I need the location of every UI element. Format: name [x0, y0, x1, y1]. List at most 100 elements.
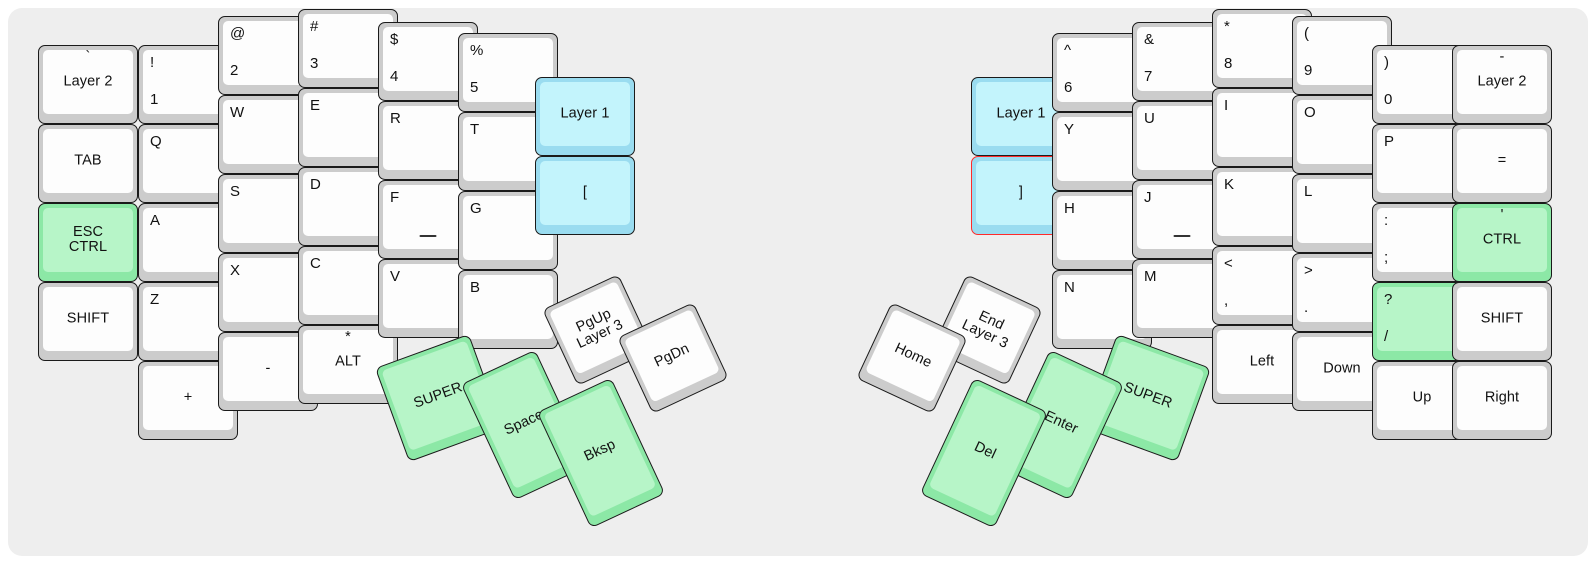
key-quote-ctrl-cap: 'CTRL	[1457, 207, 1547, 272]
key-9-shifted-legend: (	[1304, 25, 1310, 42]
key-esc-ctrl-legend: ESC CTRL	[68, 223, 108, 255]
key-grave-layer2[interactable]: `Layer 2	[38, 45, 138, 124]
key-f-homing-bar	[419, 234, 437, 237]
key-bracket-right-legend: ]	[1018, 184, 1024, 201]
key-down-legend: Down	[1323, 360, 1361, 377]
key-grave-layer2-legend: Layer 2	[63, 73, 113, 90]
key-del-cap: Del	[928, 384, 1042, 518]
key-bksp-cap: Bksp	[543, 384, 657, 518]
key-7-shifted-legend: &	[1144, 31, 1155, 48]
key-v-legend: V	[390, 268, 401, 285]
key-layer1-right-cap: Layer 1	[976, 82, 1066, 146]
key-a-legend: A	[150, 212, 161, 229]
key-right-cap: Right	[1457, 366, 1547, 430]
key-x-legend: X	[230, 262, 241, 279]
key-b-legend: B	[470, 279, 481, 296]
key-l-legend: L	[1304, 183, 1313, 200]
key-c-legend: C	[310, 255, 321, 272]
key-slash-shifted-legend: ?	[1384, 291, 1393, 308]
key-star-alt-cap: * ALT	[303, 329, 393, 394]
key-bracket-left-legend: [	[582, 184, 588, 201]
key-layer1-left-legend: Layer 1	[560, 105, 610, 122]
key-quote-ctrl-legend: CTRL	[1482, 231, 1522, 248]
key-d-legend: D	[310, 176, 321, 193]
key-3-base-legend: 3	[310, 55, 319, 73]
key-tab-legend: TAB	[74, 152, 102, 169]
key-t-legend: T	[470, 121, 480, 138]
key-shift-right-cap: SHIFT	[1457, 287, 1547, 351]
key-p-legend: P	[1384, 133, 1395, 150]
key-semicolon-shifted-legend: :	[1384, 212, 1389, 229]
key-star-alt-top-legend: *	[345, 329, 351, 345]
key-layer1-right-legend: Layer 1	[996, 105, 1046, 122]
key-e-legend: E	[310, 97, 321, 114]
key-grave-layer2-cap: `Layer 2	[43, 49, 133, 114]
key-esc-ctrl[interactable]: ESC CTRL	[38, 203, 138, 282]
key-6-shifted-legend: ^	[1064, 42, 1072, 59]
key-5-shifted-legend: %	[470, 42, 484, 59]
key-left-legend: Left	[1249, 353, 1275, 370]
key-u-legend: U	[1144, 110, 1155, 127]
key-quote-ctrl[interactable]: 'CTRL	[1452, 203, 1552, 282]
key-k-legend: K	[1224, 176, 1235, 193]
key-m-legend: M	[1144, 268, 1157, 285]
key-f-legend: F	[390, 189, 400, 206]
key-minus-layer2-cap: - Layer 2	[1457, 49, 1547, 114]
key-shift[interactable]: SHIFT	[38, 282, 138, 361]
key-equal[interactable]: =	[1452, 124, 1552, 203]
key-period-shifted-legend: >	[1304, 262, 1313, 279]
key-j-legend: J	[1144, 189, 1152, 206]
key-b-cap: B	[463, 275, 553, 339]
key-shift-cap: SHIFT	[43, 287, 133, 351]
key-minus-layer2-top-legend: -	[1499, 49, 1505, 65]
key-minus-layer2[interactable]: - Layer 2	[1452, 45, 1552, 124]
key-8-shifted-legend: *	[1224, 18, 1230, 35]
key-1-base-legend: 1	[150, 91, 159, 109]
key-equal-legend: =	[1497, 152, 1507, 169]
key-1-shifted-legend: !	[150, 54, 155, 71]
key-tab[interactable]: TAB	[38, 124, 138, 203]
key-del-legend: Del	[971, 438, 999, 463]
key-0-shifted-legend: )	[1384, 54, 1390, 71]
key-3-shifted-legend: #	[310, 18, 319, 35]
key-w-legend: W	[230, 104, 245, 121]
key-6-base-legend: 6	[1064, 79, 1073, 97]
key-period-base-legend: .	[1304, 299, 1309, 317]
key-4-base-legend: 4	[390, 68, 399, 86]
key-h-legend: H	[1064, 200, 1075, 217]
key-8-base-legend: 8	[1224, 55, 1233, 73]
key-n-legend: N	[1064, 279, 1075, 296]
key-minus-legend: -	[265, 360, 271, 377]
key-g-legend: G	[470, 200, 482, 217]
key-star-alt[interactable]: * ALT	[298, 325, 398, 404]
key-tab-cap: TAB	[43, 129, 133, 193]
key-shift-legend: SHIFT	[66, 310, 110, 327]
key-slash-base-legend: /	[1384, 328, 1389, 346]
key-bracket-left[interactable]: [	[535, 156, 635, 235]
key-2-base-legend: 2	[230, 62, 239, 80]
key-bracket-right-cap: ]	[976, 161, 1066, 225]
key-up-legend: Up	[1412, 389, 1432, 406]
key-home-legend: Home	[892, 339, 935, 371]
key-layer1-left[interactable]: Layer 1	[535, 77, 635, 156]
key-minus-layer2-legend: Layer 2	[1477, 73, 1527, 90]
key-5-base-legend: 5	[470, 79, 479, 97]
key-b[interactable]: B	[458, 270, 558, 349]
key-shift-right[interactable]: SHIFT	[1452, 282, 1552, 361]
key-layer1-left-cap: Layer 1	[540, 82, 630, 146]
key-s-legend: S	[230, 183, 241, 200]
key-7-base-legend: 7	[1144, 68, 1153, 86]
key-comma-base-legend: ,	[1224, 292, 1229, 310]
key-r-legend: R	[390, 110, 401, 127]
key-plus-legend: +	[183, 389, 193, 406]
key-2-shifted-legend: @	[230, 25, 246, 42]
key-comma-shifted-legend: <	[1224, 255, 1233, 272]
key-bksp-legend: Bksp	[581, 436, 618, 465]
key-o-legend: O	[1304, 104, 1316, 121]
key-equal-cap: =	[1457, 129, 1547, 193]
key-star-alt-legend: ALT	[335, 353, 361, 370]
key-right[interactable]: Right	[1452, 361, 1552, 440]
key-z-legend: Z	[150, 291, 160, 308]
